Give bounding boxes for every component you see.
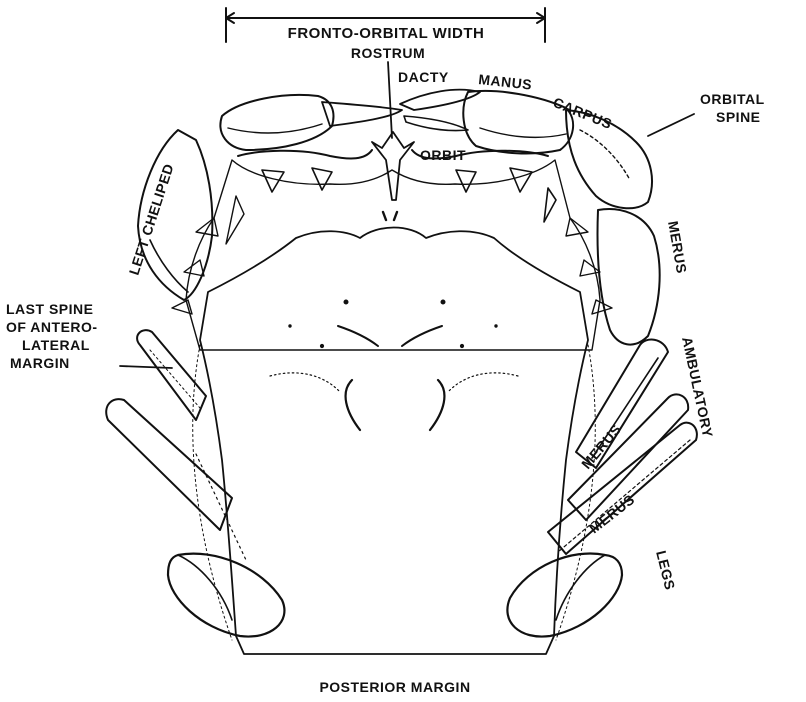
label-last-spine-line2: OF ANTERO- xyxy=(6,319,98,335)
label-orbit: ORBIT xyxy=(420,147,466,163)
label-merus-leg-1: MERUS xyxy=(578,421,624,472)
label-posterior-margin: POSTERIOR MARGIN xyxy=(319,679,470,695)
label-merus-cheliped: MERUS xyxy=(665,220,690,275)
label-merus-leg-2: MERUS xyxy=(586,491,638,536)
posterior-leg-left xyxy=(168,554,284,637)
label-left-cheliped: LEFT CHELIPED xyxy=(126,161,177,276)
label-last-spine-line3: LATERAL xyxy=(22,337,90,353)
label-orbital-spine-line1: ORBITAL xyxy=(700,91,765,107)
label-manus: MANUS xyxy=(478,71,533,93)
label-last-spine-line1: LAST SPINE xyxy=(6,301,93,317)
left-cheliped xyxy=(138,95,402,300)
ambulatory-legs-right xyxy=(548,340,697,554)
label-fronto-orbital-width: FRONTO-ORBITAL WIDTH xyxy=(288,25,485,42)
label-orbital-spine-line2: SPINE xyxy=(716,109,761,125)
label-last-spine-line4: MARGIN xyxy=(10,355,70,371)
label-carpus: CARPUS xyxy=(551,94,615,132)
ambulatory-legs-left xyxy=(106,330,246,560)
label-legs: LEGS xyxy=(653,549,678,592)
right-cheliped xyxy=(400,90,660,345)
posterior-leg-right xyxy=(507,553,622,636)
carapace xyxy=(172,160,612,654)
label-rostrum: ROSTRUM xyxy=(351,45,425,61)
diagram-labels: FRONTO-ORBITAL WIDTH ROSTRUM DACTY MANUS… xyxy=(6,25,765,695)
label-dacty: DACTY xyxy=(398,69,449,85)
